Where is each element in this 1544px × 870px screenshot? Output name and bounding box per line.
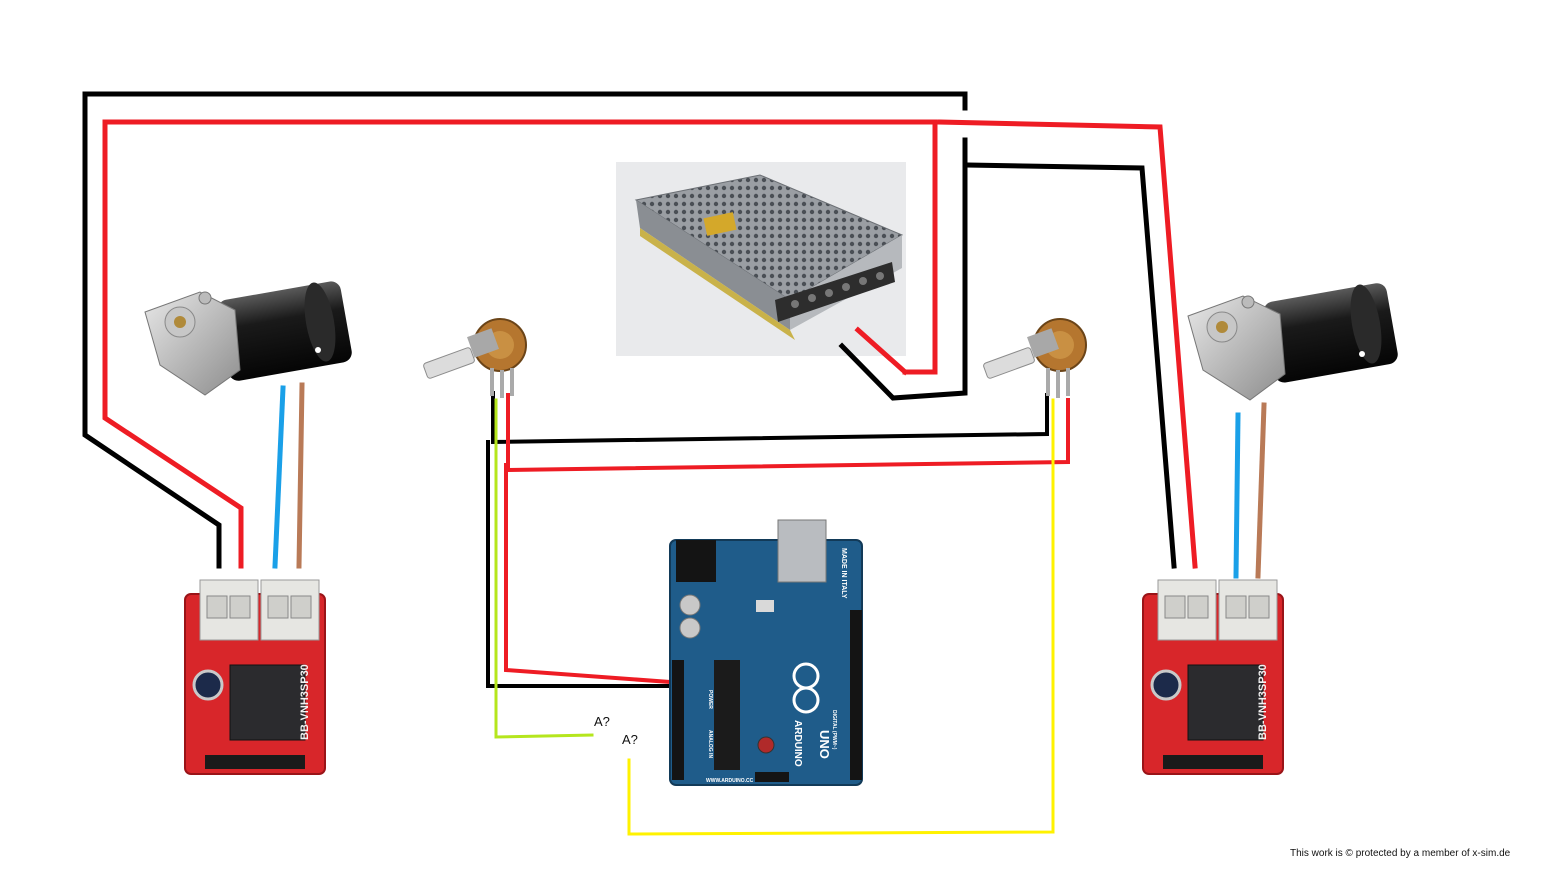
- arduino-power-jack: [676, 540, 716, 582]
- arduino-uno: ARDUINO UNO MADE IN ITALY WWW.ARDUINO.CC…: [669, 519, 863, 786]
- right-motor-driver: BB-VNH3SP30: [1142, 579, 1284, 775]
- left-driver-pin-header: [205, 755, 305, 769]
- left-motor-screw: [198, 291, 212, 305]
- arduino-digital-header: [850, 610, 862, 780]
- right-driver-model-label: BB-VNH3SP30: [1257, 664, 1269, 740]
- right-driver-pin-header: [1163, 755, 1263, 769]
- wires: [82, 91, 1267, 836]
- wire-red-pot-vcc: [506, 393, 1070, 473]
- arduino-analog-header-label: ANALOG IN: [707, 730, 713, 758]
- right-pot-pin-1: [1046, 368, 1050, 396]
- wire-red-pot-vcc-arduino: [504, 463, 673, 685]
- arduino-brand-label: ARDUINO: [792, 720, 803, 767]
- right-pot-shaft: [983, 347, 1035, 379]
- arduino-capacitor: [679, 594, 701, 616]
- wire-red-psu-lead: [854, 326, 909, 376]
- right-motor-terminal: [1359, 351, 1365, 357]
- power-supply-terminal-block: [775, 262, 895, 322]
- left-motor-driver: BB-VNH3SP30: [184, 579, 326, 775]
- left-driver-terminal-screw: [267, 595, 289, 619]
- arduino-digital-header-label: DIGITAL (PWM~): [831, 710, 837, 750]
- right-motor-gearbox: [1187, 295, 1286, 401]
- wire-blue-right-motor: [1233, 412, 1241, 579]
- arduino-power-analog-header: [672, 660, 684, 780]
- left-driver-terminal-screw: [290, 595, 312, 619]
- right-driver-terminal-screw: [1187, 595, 1209, 619]
- wire-blue-left-motor: [272, 385, 286, 569]
- wire-red-right-driver: [937, 119, 1198, 569]
- arduino-usb-port: [777, 519, 827, 583]
- left-pot-shaft: [423, 347, 475, 379]
- left-motor-terminal: [315, 347, 321, 353]
- left-driver-terminal-screw: [229, 595, 251, 619]
- wire-black-pot-gnd: [491, 391, 1049, 445]
- left-driver-model-label: BB-VNH3SP30: [299, 664, 311, 740]
- power-supply-label-sticker: [703, 212, 737, 236]
- left-motor-shaft: [174, 316, 186, 328]
- wire-black-right-driver-run: [965, 162, 1177, 569]
- right-motor-screw: [1241, 295, 1255, 309]
- arduino-logo-circle: [792, 686, 820, 714]
- arduino-power-header-label: POWER: [707, 690, 713, 709]
- left-pot-pin-1: [490, 368, 494, 396]
- wire-red-left-driver: [102, 119, 938, 569]
- right-driver-terminal-screw: [1248, 595, 1270, 619]
- wire-black-pot-gnd-arduino: [486, 440, 672, 688]
- arduino-model-label: UNO: [817, 730, 832, 759]
- copyright-footer: This work is © protected by a member of …: [1290, 848, 1511, 859]
- right-driver-terminal-screw: [1164, 595, 1186, 619]
- arduino-microcontroller: [714, 660, 740, 770]
- wire-yellow-right-pot-wiper: [627, 398, 1055, 836]
- right-potentiometer: [983, 318, 1087, 398]
- right-motor-shaft: [1216, 321, 1228, 333]
- right-motor: [1187, 283, 1398, 401]
- right-pot-bushing: [1027, 328, 1059, 358]
- arduino-crystal: [756, 600, 774, 612]
- arduino-capacitor: [679, 617, 701, 639]
- analog-pin-label-b: A?: [622, 732, 638, 747]
- wire-brown-left-motor: [296, 382, 305, 569]
- power-supply-pcb-edge: [640, 228, 795, 340]
- right-driver-capacitor: [1150, 669, 1182, 701]
- power-supply-terminal-screws: [791, 272, 884, 308]
- left-driver-capacitor: [192, 669, 224, 701]
- wire-yellowgreen-left-pot-wiper: [494, 398, 594, 739]
- left-pot-pin-2: [500, 370, 504, 398]
- left-potentiometer: [423, 318, 527, 398]
- left-driver-terminal-screw: [206, 595, 228, 619]
- wire-black-left-driver: [82, 91, 968, 569]
- arduino-origin-label: MADE IN ITALY: [840, 548, 847, 599]
- arduino-reset-button: [757, 736, 775, 754]
- analog-pin-label-a: A?: [594, 714, 610, 729]
- right-pot-pin-3: [1066, 368, 1070, 396]
- wire-black-right-driver: [838, 137, 968, 401]
- right-motor-end-cap: [1350, 284, 1382, 364]
- left-pot-pin-3: [510, 368, 514, 396]
- power-supply: [616, 162, 906, 356]
- left-motor-end-cap: [304, 282, 336, 362]
- right-driver-chip: [1187, 664, 1264, 741]
- left-driver-chip: [229, 664, 306, 741]
- right-pot-pin-2: [1056, 370, 1060, 398]
- left-pot-bushing: [467, 328, 499, 358]
- power-supply-side: [636, 200, 790, 330]
- left-motor: [144, 281, 352, 396]
- right-driver-terminal-screw: [1225, 595, 1247, 619]
- wire-brown-right-motor: [1255, 402, 1267, 579]
- arduino-url-label: WWW.ARDUINO.CC: [706, 778, 754, 784]
- left-motor-gearbox: [144, 291, 241, 396]
- arduino-icsp-header: [755, 772, 789, 782]
